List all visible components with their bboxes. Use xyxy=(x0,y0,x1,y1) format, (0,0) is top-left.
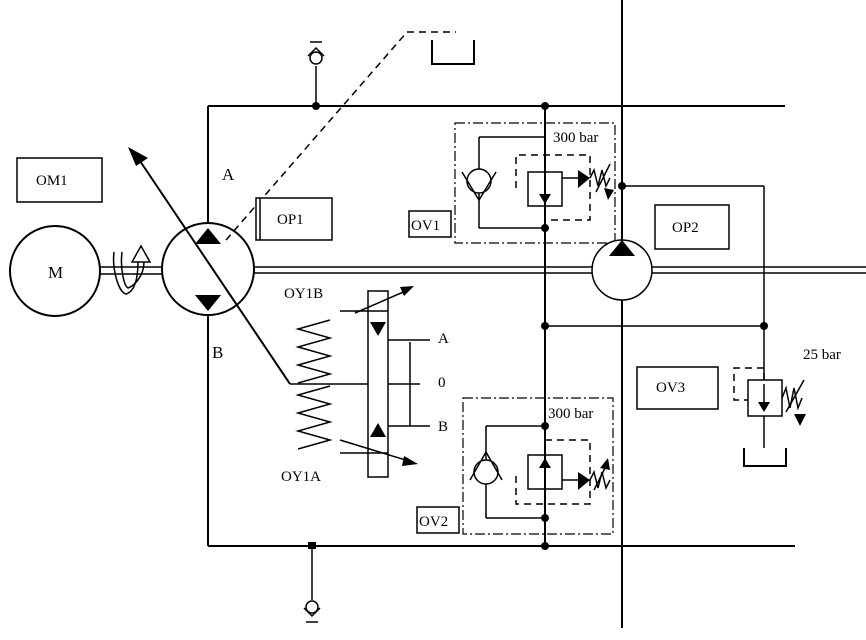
charge-pump-op2 xyxy=(591,239,653,301)
tag-op2: OP2 xyxy=(654,204,730,250)
relief-valve-block-ov1: 300 bar xyxy=(454,122,616,244)
port-b-label: B xyxy=(212,343,223,362)
motor-label: M xyxy=(48,263,63,282)
position-0-label: 0 xyxy=(438,375,446,391)
ov2-pressure: 300 bar xyxy=(548,406,593,422)
electric-motor: M xyxy=(9,225,101,317)
ov1-pressure: 300 bar xyxy=(553,130,598,146)
variable-displacement-arrow xyxy=(128,147,420,385)
port-a-label: A xyxy=(222,165,235,184)
oy1b-label: OY1B xyxy=(284,286,323,302)
relief-valve-ov3: 25 bar xyxy=(733,347,841,467)
position-b-label: B xyxy=(438,419,448,435)
drain-line xyxy=(225,31,456,241)
rotation-direction-icon xyxy=(112,244,152,295)
ov3-pressure: 25 bar xyxy=(803,347,841,363)
position-a-label: A xyxy=(438,331,449,347)
svg-text:OV2: OV2 xyxy=(419,514,448,530)
tank-top-icon xyxy=(431,40,475,65)
svg-text:OV1: OV1 xyxy=(411,218,440,234)
svg-text:OP2: OP2 xyxy=(672,220,699,236)
svg-text:OM1: OM1 xyxy=(36,173,68,189)
variable-pump-op1 xyxy=(161,222,255,316)
relief-valve-block-ov2: 300 bar xyxy=(462,397,614,535)
check-valve-top xyxy=(307,41,325,110)
tag-ov1: OV1 xyxy=(408,210,452,238)
tag-om1: OM1 xyxy=(16,157,103,203)
directional-valve-oy1 xyxy=(295,286,430,478)
check-valve-bottom xyxy=(303,542,321,623)
tag-ov2: OV2 xyxy=(416,506,460,534)
svg-text:OV3: OV3 xyxy=(656,380,685,396)
oy1a-label: OY1A xyxy=(281,469,321,485)
svg-text:OP1: OP1 xyxy=(277,212,304,228)
tag-op1: OP1 xyxy=(255,197,333,241)
tag-ov3: OV3 xyxy=(636,366,719,410)
